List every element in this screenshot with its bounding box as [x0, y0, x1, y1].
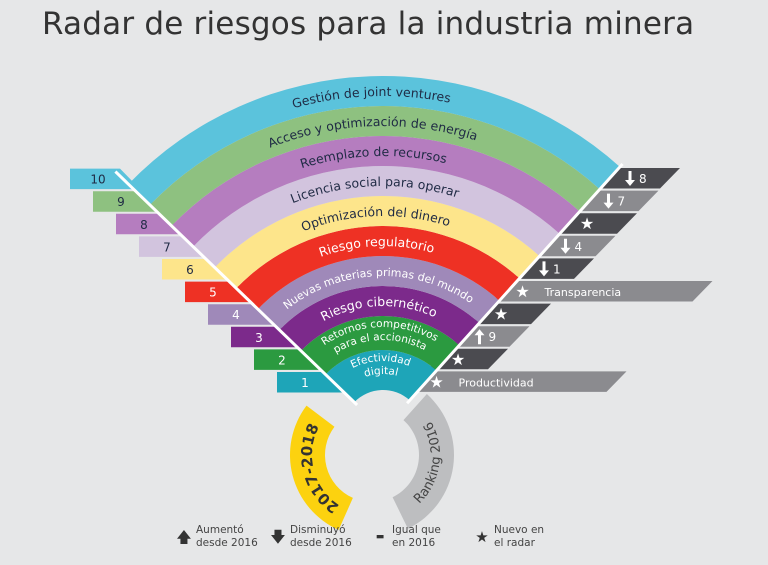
bands-layer — [128, 76, 620, 403]
rank-number: 10 — [90, 173, 105, 187]
separators-layer — [114, 162, 624, 407]
rank-number: 8 — [140, 218, 148, 232]
down-arrow-icon — [539, 261, 549, 277]
ranking-2016-tab: ★ Transparencia — [492, 281, 713, 302]
risk-band-6 — [214, 196, 540, 289]
dash-icon: ▬ — [375, 531, 385, 542]
legend-text: desde 2016 — [290, 537, 352, 549]
down-arrow-icon — [603, 193, 614, 209]
ring-2017-2018 — [290, 405, 353, 530]
ring-ranking-2016 — [392, 394, 454, 529]
risk-label-text: digital — [363, 365, 400, 380]
ranking-tab-shape — [406, 371, 627, 392]
ranking-tab-shape — [578, 190, 659, 212]
down-arrow-icon — [625, 171, 635, 186]
ranking-tab-shape — [535, 235, 616, 257]
ranking-value: 4 — [575, 240, 583, 254]
legend-text: en 2016 — [392, 537, 436, 549]
ranking-tab-shape — [557, 213, 637, 234]
separator-left — [114, 170, 359, 407]
rank-number: 9 — [117, 195, 125, 209]
ranking-2016-tab: 7 — [578, 190, 659, 212]
ranking-value: 1 — [553, 262, 561, 276]
legend-text: Igual que — [392, 524, 441, 536]
risk-band-8 — [171, 136, 580, 247]
ranking-tab-shape — [492, 281, 713, 302]
ranking-value: 9 — [489, 330, 497, 344]
ranking-2016-tab: ★ Productividad — [406, 371, 627, 392]
risk-band-3 — [279, 286, 480, 351]
ranking-label: Productividad — [459, 376, 534, 389]
ring-layer — [290, 394, 454, 530]
legend-text: desde 2016 — [196, 537, 258, 549]
legend-text: Aumentó — [196, 524, 244, 536]
risk-band-5 — [236, 226, 520, 310]
risk-band-2 — [300, 316, 460, 375]
star-icon: ★ — [494, 305, 508, 324]
page-title: Radar de riesgos para la industria miner… — [42, 6, 695, 42]
star-icon: ★ — [580, 214, 594, 233]
risk-band-7 — [193, 166, 560, 268]
risk-band-10 — [128, 76, 620, 205]
ranking-2016-tab: ★ — [557, 213, 637, 234]
ranking-value: 7 — [618, 195, 626, 209]
star-icon: ★ — [451, 350, 465, 369]
rank-number: 5 — [209, 286, 217, 300]
ranking-value: 8 — [639, 172, 647, 186]
rank-tab-10: 10 — [70, 168, 140, 190]
ranking-label: Transparencia — [544, 286, 622, 299]
ranking-tab-shape — [600, 168, 680, 189]
up-arrow-icon — [474, 329, 485, 345]
up-arrow-icon: 🡅 — [176, 527, 192, 546]
down-arrow-icon — [560, 238, 571, 254]
rank-number: 7 — [163, 240, 171, 254]
risk-label: digital — [363, 365, 400, 380]
separator-right — [405, 162, 624, 405]
star-icon: ★ — [515, 282, 529, 301]
rank-number: 6 — [186, 263, 194, 277]
risk-band-9 — [149, 106, 600, 226]
rank-tab-shape — [70, 168, 140, 190]
rank-number: 2 — [278, 353, 286, 367]
risk-band-1 — [325, 350, 437, 403]
risk-band-4 — [257, 256, 500, 330]
legend-text: Nuevo en — [494, 524, 545, 536]
ranking-2016-tab: 4 — [535, 235, 616, 257]
legend-text: el radar — [494, 537, 535, 549]
legend-text: Disminuyó — [290, 524, 346, 536]
down-arrow-icon: 🡇 — [270, 527, 286, 546]
star-icon: ★ — [429, 372, 443, 391]
rank-number: 3 — [255, 331, 263, 345]
rank-number: 1 — [301, 376, 309, 390]
rank-number: 4 — [232, 308, 240, 322]
star-icon: ★ — [475, 527, 489, 546]
ranking-2016-tab: 8 — [600, 168, 680, 189]
